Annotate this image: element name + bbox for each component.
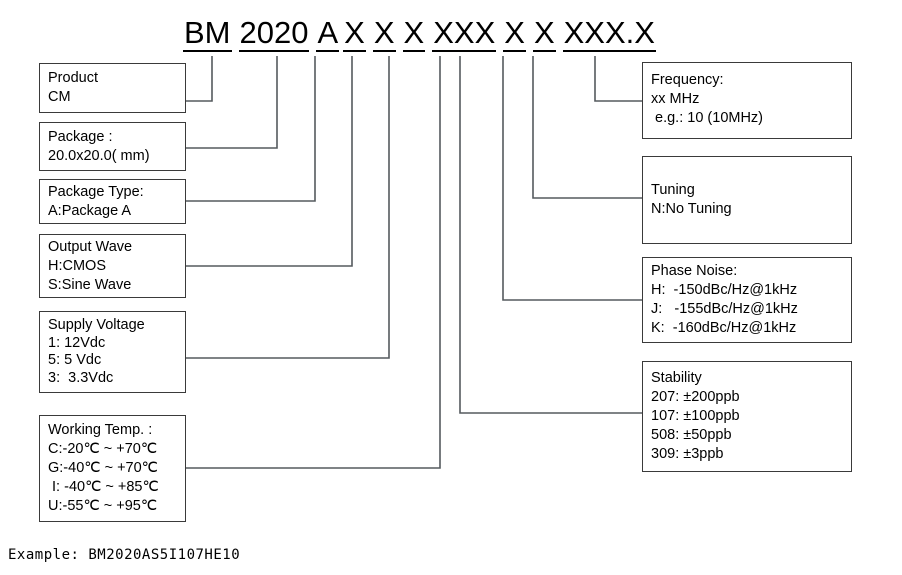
box-frequency-line-1: Frequency: bbox=[651, 72, 724, 88]
box-output-wave-line-3: S:Sine Wave bbox=[48, 276, 132, 293]
box-frequency-line-2: xx MHz bbox=[651, 91, 700, 107]
box-output-wave-line-1: Output Wave bbox=[48, 238, 133, 255]
box-frequency: Frequency: xx MHz e.g.: 10 (10MHz) bbox=[642, 62, 852, 139]
box-supply-voltage-line-2: 1: 12Vdc bbox=[48, 334, 106, 351]
box-stability-line-3: 107: ±100ppb bbox=[651, 408, 740, 424]
box-package-line-1: Package : bbox=[48, 128, 113, 145]
box-working-temp-line-4: I: -40℃ ~ +85℃ bbox=[48, 479, 159, 495]
wire-frequency bbox=[594, 56, 642, 102]
box-phase-noise: Phase Noise: H: -150dBc/Hz@1kHz J: -155d… bbox=[642, 257, 852, 343]
part-number-segment-stability: XXX bbox=[432, 15, 497, 52]
example-part-number: Example: BM2020AS5I107HE10 bbox=[8, 547, 241, 563]
wire-tuning bbox=[532, 56, 642, 199]
part-number-segment-frequency: XXX.X bbox=[562, 15, 656, 52]
box-phase-noise-line-4: K: -160dBc/Hz@1kHz bbox=[651, 320, 797, 336]
box-working-temp-line-3: G:-40℃ ~ +70℃ bbox=[48, 460, 158, 476]
box-output-wave: Output Wave H:CMOS S:Sine Wave bbox=[39, 234, 186, 298]
part-number-string: BM 2020 A X X X XXX X X XXX.X bbox=[183, 14, 656, 52]
box-working-temp-line-2: C:-20℃ ~ +70℃ bbox=[48, 441, 158, 457]
box-phase-noise-line-3: J: -155dBc/Hz@1kHz bbox=[651, 301, 798, 317]
box-stability: Stability 207: ±200ppb 107: ±100ppb 508:… bbox=[642, 361, 852, 472]
part-number-segment-package-type: A bbox=[316, 15, 340, 52]
box-working-temp: Working Temp. : C:-20℃ ~ +70℃ G:-40℃ ~ +… bbox=[39, 415, 186, 522]
box-phase-noise-line-1: Phase Noise: bbox=[651, 263, 738, 279]
wire-supply-voltage bbox=[186, 56, 390, 359]
box-working-temp-line-5: U:-55℃ ~ +95℃ bbox=[48, 498, 158, 514]
box-tuning: Tuning N:No Tuning bbox=[642, 156, 852, 244]
box-package-type-line-1: Package Type: bbox=[48, 183, 144, 200]
wire-output-wave bbox=[186, 56, 353, 267]
box-stability-line-1: Stability bbox=[651, 370, 702, 386]
box-supply-voltage-line-4: 3: 3.3Vdc bbox=[48, 369, 114, 386]
box-package-type-line-2: A:Package A bbox=[48, 202, 132, 219]
part-number-segment-tuning: X bbox=[532, 15, 556, 52]
wire-package bbox=[186, 56, 278, 149]
box-supply-voltage: Supply Voltage 1: 12Vdc 5: 5 Vdc 3: 3.3V… bbox=[39, 311, 186, 393]
box-output-wave-line-2: H:CMOS bbox=[48, 257, 106, 274]
wire-package-type bbox=[186, 56, 316, 202]
box-product-line-2: CM bbox=[48, 89, 71, 105]
part-number-segment-working-temp: X bbox=[402, 15, 426, 52]
box-phase-noise-line-2: H: -150dBc/Hz@1kHz bbox=[651, 282, 798, 298]
wire-product bbox=[186, 56, 213, 102]
part-number-segment-package: 2020 bbox=[238, 15, 310, 52]
box-stability-line-2: 207: ±200ppb bbox=[651, 389, 740, 405]
box-product: Product CM bbox=[39, 63, 186, 113]
box-package-type: Package Type: A:Package A bbox=[39, 179, 186, 224]
part-number-segment-supply-voltage: X bbox=[372, 15, 396, 52]
box-stability-line-4: 508: ±50ppb bbox=[651, 427, 732, 443]
wire-working-temp bbox=[186, 56, 441, 469]
wire-stability bbox=[459, 56, 642, 414]
wire-phase-noise bbox=[502, 56, 642, 301]
box-supply-voltage-line-1: Supply Voltage bbox=[48, 317, 145, 333]
box-product-line-1: Product bbox=[48, 70, 98, 86]
box-package-line-2: 20.0x20.0( mm) bbox=[48, 147, 150, 164]
box-frequency-line-3: e.g.: 10 (10MHz) bbox=[651, 110, 764, 126]
box-stability-line-5: 309: ±3ppb bbox=[651, 446, 724, 462]
box-supply-voltage-line-3: 5: 5 Vdc bbox=[48, 352, 102, 368]
part-number-segment-phase-noise: X bbox=[503, 15, 526, 52]
part-number-segment-output-wave: X bbox=[343, 15, 366, 52]
box-tuning-line-2: N:No Tuning bbox=[651, 201, 732, 217]
box-working-temp-line-1: Working Temp. : bbox=[48, 422, 153, 438]
part-number-segment-product: BM bbox=[183, 15, 232, 52]
box-tuning-line-1: Tuning bbox=[651, 182, 695, 198]
box-package: Package : 20.0x20.0( mm) bbox=[39, 122, 186, 171]
